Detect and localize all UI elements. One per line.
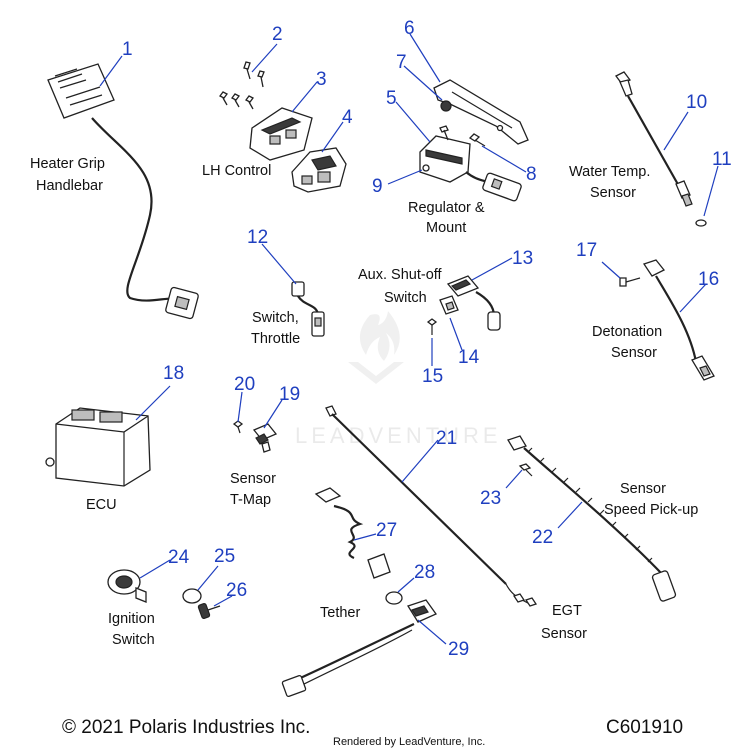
bolt-part-17[interactable] <box>619 277 641 287</box>
callout-7: 7 <box>396 52 407 73</box>
label-speed-pickup-line1: Sensor <box>620 481 666 497</box>
ring-part-25[interactable] <box>182 588 202 604</box>
label-regulator-line1: Regulator & <box>408 200 485 216</box>
ecu-part[interactable] <box>45 407 151 487</box>
callout-19: 19 <box>279 384 300 405</box>
bolt-part-23[interactable] <box>518 463 533 477</box>
label-heater-grip-line2: Handlebar <box>36 178 103 194</box>
label-ecu: ECU <box>86 497 117 513</box>
callout-1: 1 <box>122 39 133 60</box>
screws-part-2[interactable] <box>219 61 265 110</box>
label-ignition-line2: Switch <box>112 632 155 648</box>
label-speed-pickup-line2: Speed Pick-up <box>604 502 698 518</box>
label-ignition-line1: Ignition <box>108 611 155 627</box>
regulator-bracket-part[interactable] <box>433 79 529 145</box>
callout-12: 12 <box>247 227 268 248</box>
washer-part-11[interactable] <box>695 219 707 227</box>
ring-part-28[interactable] <box>385 591 403 605</box>
nut-part-9[interactable] <box>422 164 430 172</box>
key-part-26[interactable] <box>197 603 221 619</box>
callout-21: 21 <box>436 428 457 449</box>
clip-part-14[interactable] <box>439 295 459 315</box>
regulator-part[interactable] <box>419 125 522 202</box>
label-tmap-line1: Sensor <box>230 471 276 487</box>
callout-26: 26 <box>226 580 247 601</box>
callout-10: 10 <box>686 92 707 113</box>
callout-24: 24 <box>168 547 190 568</box>
callout-17: 17 <box>576 240 597 261</box>
throttle-switch-part[interactable] <box>291 281 325 337</box>
callout-11: 11 <box>712 149 732 170</box>
label-egt-line1: EGT <box>552 603 582 619</box>
label-lh-control: LH Control <box>202 163 271 179</box>
callout-3: 3 <box>316 69 327 90</box>
callout-20: 20 <box>234 374 255 395</box>
callout-29: 29 <box>448 639 469 660</box>
label-throttle-line2: Throttle <box>251 331 300 347</box>
callout-28: 28 <box>414 562 435 583</box>
callout-2: 2 <box>272 24 283 45</box>
label-throttle-line1: Switch, <box>252 310 299 326</box>
callout-8: 8 <box>526 164 537 185</box>
nut-part-7[interactable] <box>440 100 452 112</box>
callout-13: 13 <box>512 248 533 269</box>
detonation-sensor-part[interactable] <box>642 259 715 381</box>
label-regulator-line2: Mount <box>426 220 466 236</box>
label-aux-shutoff-line2: Switch <box>384 290 427 306</box>
watermark-text: LEADVENTURE <box>295 423 502 448</box>
footer-rendered-by: Rendered by LeadVenture, Inc. <box>333 736 485 748</box>
callout-27: 27 <box>376 520 397 541</box>
lh-control-housing-part[interactable] <box>291 147 347 193</box>
callout-18: 18 <box>163 363 184 384</box>
water-temp-sensor-part[interactable] <box>615 71 693 207</box>
aux-shutoff-switch-part[interactable] <box>446 275 501 331</box>
label-tmap-line2: T-Map <box>230 492 271 508</box>
tether-switch-harness-part[interactable] <box>281 599 437 698</box>
callout-4: 4 <box>342 107 353 128</box>
callout-25: 25 <box>214 546 235 567</box>
bolt-part-8[interactable] <box>468 133 486 147</box>
screw-part-15[interactable] <box>426 318 438 335</box>
callout-9: 9 <box>372 176 383 197</box>
tether-part[interactable] <box>314 487 391 579</box>
heater-grip-part[interactable] <box>47 63 199 320</box>
label-tether: Tether <box>320 605 360 621</box>
footer-copyright: © 2021 Polaris Industries Inc. <box>62 717 310 738</box>
speed-pickup-sensor-part[interactable] <box>507 435 677 602</box>
screw-part-20[interactable] <box>232 420 244 434</box>
footer-diagram-code: C601910 <box>606 717 683 738</box>
callout-22: 22 <box>532 527 553 548</box>
tmap-sensor-part[interactable] <box>252 423 278 453</box>
ignition-switch-part[interactable] <box>107 569 147 603</box>
label-water-temp-line1: Water Temp. <box>569 164 650 180</box>
label-detonation-line2: Sensor <box>611 345 657 361</box>
lh-control-part[interactable] <box>249 107 313 161</box>
callout-5: 5 <box>386 88 397 109</box>
callout-6: 6 <box>404 18 415 39</box>
label-water-temp-line2: Sensor <box>590 185 636 201</box>
callout-14: 14 <box>458 347 480 368</box>
leadventure-watermark: LEADVENTURE <box>295 311 502 448</box>
label-egt-line2: Sensor <box>541 626 587 642</box>
callout-16: 16 <box>698 269 719 290</box>
callout-15: 15 <box>422 366 443 387</box>
label-heater-grip-line1: Heater Grip <box>30 156 105 172</box>
label-detonation-line1: Detonation <box>592 324 662 340</box>
label-aux-shutoff-line1: Aux. Shut-off <box>358 267 443 283</box>
egt-sensor-part[interactable] <box>325 405 538 607</box>
callout-23: 23 <box>480 488 501 509</box>
